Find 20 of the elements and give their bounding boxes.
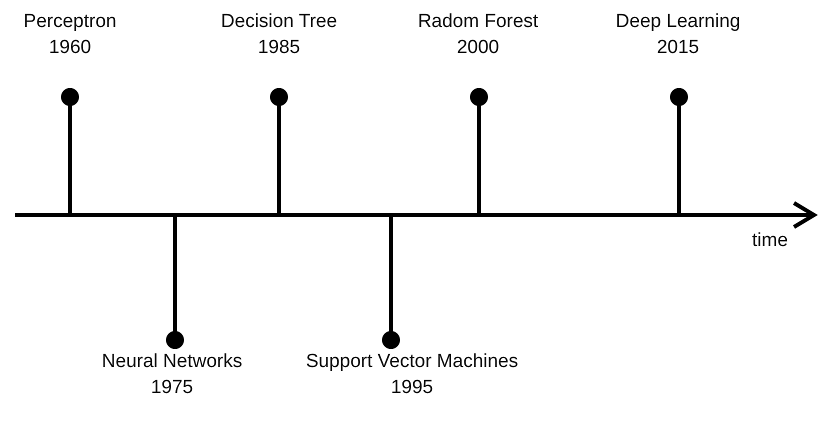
timeline-stem <box>470 88 488 213</box>
timeline-stem <box>670 88 688 213</box>
event-name: Support Vector Machines <box>306 350 518 374</box>
event-year: 1960 <box>48 36 92 60</box>
event-year: 2015 <box>656 36 700 60</box>
event-year: 1985 <box>258 36 300 60</box>
event-year: 2000 <box>456 36 500 60</box>
timeline-stem <box>61 88 79 213</box>
event-name: Decision Tree <box>220 10 338 34</box>
timeline-stem <box>270 88 288 213</box>
event-year: 1995 <box>390 376 434 400</box>
event-name: Deep Learning <box>616 10 740 34</box>
event-name: Perceptron <box>24 10 116 34</box>
event-name: Radom Forest <box>418 10 538 34</box>
time-axis <box>15 201 818 229</box>
timeline-stem <box>166 217 184 349</box>
timeline-stem <box>382 217 400 349</box>
axis-label: time <box>752 230 788 252</box>
event-name: Neural Networks <box>102 350 242 374</box>
event-year: 1975 <box>150 376 194 400</box>
